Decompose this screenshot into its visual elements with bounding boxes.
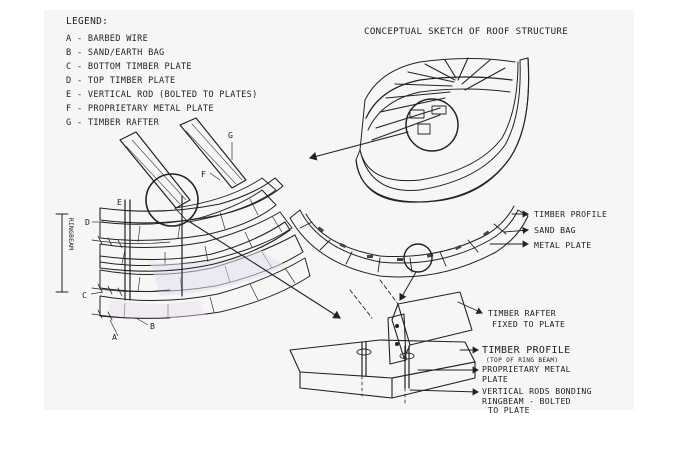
ringbeam-label: RINGBEAM bbox=[67, 218, 74, 250]
plan-focus-circle bbox=[403, 243, 433, 273]
label-g: G bbox=[228, 130, 233, 140]
plan-callout-timber-profile: TIMBER PROFILE bbox=[534, 209, 607, 219]
label-a: A bbox=[112, 332, 117, 342]
legend-item-d: D - TOP TIMBER PLATE bbox=[66, 76, 175, 86]
roof-focus-circle bbox=[405, 98, 459, 152]
detail-callout-plate-line-2: PLATE bbox=[482, 374, 508, 384]
connection-detail-sketch: TIMBER RAFTER FIXED TO PLATE TIMBER PROF… bbox=[289, 279, 592, 415]
wall-focus-circle bbox=[145, 173, 199, 227]
label-c: C bbox=[82, 290, 87, 300]
roof-to-wall-arrow bbox=[308, 131, 409, 161]
detail-callout-rods-line-3: TO PLATE bbox=[488, 405, 530, 415]
plan-to-detail-arrow bbox=[399, 271, 417, 301]
label-d: D bbox=[85, 217, 90, 227]
legend-item-e: E - VERTICAL ROD (BOLTED TO PLATES) bbox=[66, 90, 258, 100]
detail-callout-rods-line-2: RINGBEAM - BOLTED bbox=[482, 396, 571, 406]
label-e: E bbox=[117, 197, 122, 207]
legend-item-a: A - BARBED WIRE bbox=[66, 34, 148, 44]
detail-callout-rods-line-1: VERTICAL RODS BONDING bbox=[482, 386, 592, 396]
detail-callout-profile-sub: (TOP OF RING BEAM) bbox=[486, 357, 558, 364]
legend-item-c: C - BOTTOM TIMBER PLATE bbox=[66, 62, 192, 72]
paper-background bbox=[44, 10, 634, 410]
plan-view-sketch: TIMBER PROFILE SAND BAG METAL PLATE bbox=[289, 205, 607, 278]
legend-item-b: B - SAND/EARTH BAG bbox=[66, 48, 165, 58]
legend-item-f: F - PROPRIETARY METAL PLATE bbox=[66, 104, 214, 114]
label-f: F bbox=[201, 169, 206, 179]
wall-to-detail-arrow bbox=[189, 221, 341, 319]
sketch-title: CONCEPTUAL SKETCH OF ROOF STRUCTURE bbox=[364, 26, 568, 37]
legend-item-g: G - TIMBER RAFTER bbox=[66, 118, 160, 128]
detail-callout-rafter-sub: FIXED TO PLATE bbox=[492, 319, 565, 329]
legend-title: LEGEND: bbox=[66, 16, 108, 27]
label-b: B bbox=[150, 321, 155, 331]
roof-concept-sketch bbox=[355, 57, 530, 203]
detail-callout-timber-rafter: TIMBER RAFTER bbox=[488, 308, 556, 318]
plan-callout-sand-bag: SAND BAG bbox=[534, 225, 576, 235]
wall-sketch: RINGBEAM bbox=[55, 117, 311, 342]
detail-callout-plate-line-1: PROPRIETARY METAL bbox=[482, 364, 571, 374]
plan-callout-metal-plate: METAL PLATE bbox=[534, 240, 592, 250]
legend: LEGEND: A - BARBED WIRE B - SAND/EARTH B… bbox=[66, 16, 258, 128]
detail-callout-timber-profile: TIMBER PROFILE bbox=[482, 345, 571, 356]
